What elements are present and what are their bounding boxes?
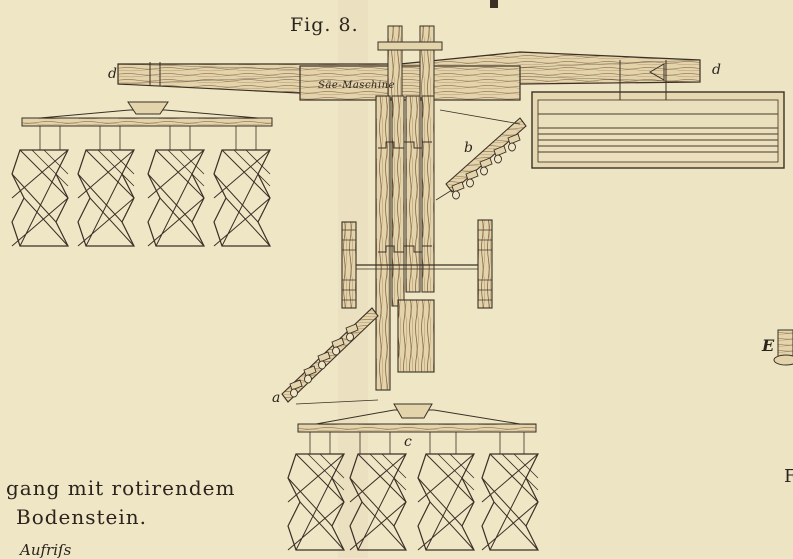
conveyor-a: [281, 307, 379, 405]
right-box: [531, 84, 785, 169]
machine-label: Säe-Maschine: [318, 80, 396, 91]
label-c: c: [404, 434, 412, 450]
figure-number: Fig. 8.: [290, 14, 359, 36]
lower-lattice-group: [287, 403, 539, 551]
label-d-left: d: [108, 66, 117, 82]
caption-line-1: gang mit rotirendem: [6, 476, 236, 500]
central-shafts: [342, 95, 492, 391]
label-d-right: d: [712, 62, 721, 78]
label-b: b: [464, 140, 473, 156]
fragment-E: [773, 329, 793, 366]
conveyor-b: [435, 109, 527, 201]
caption-line-3: Aufriſs: [20, 541, 72, 559]
caption-line-2: Bodenstein.: [16, 505, 148, 529]
gear-wheels: [341, 219, 493, 309]
label-F: F: [784, 466, 793, 487]
label-E: E: [762, 336, 775, 355]
upper-lattice-group: [11, 101, 273, 247]
label-a: a: [272, 390, 281, 406]
